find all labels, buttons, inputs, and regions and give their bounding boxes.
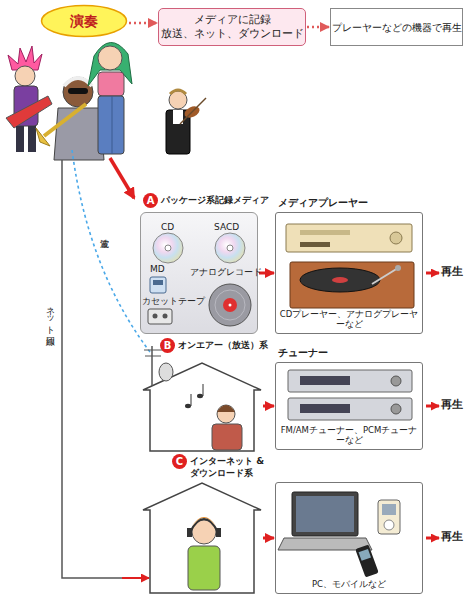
section-marker: A [143, 193, 158, 208]
box-text: メディアに記録 [194, 13, 271, 27]
device-heading: メディアプレーヤー [278, 196, 368, 210]
section-title: インターネット & ダウンロード系 [190, 454, 268, 479]
guitarist [6, 46, 52, 152]
violinist [166, 90, 206, 154]
section-title: オンエアー（放送）系 [178, 338, 268, 353]
text-stack: 演奏 [40, 4, 128, 38]
guitarist [16, 126, 24, 152]
radio-wave-line [72, 150, 150, 352]
media-label: MD [150, 264, 165, 274]
guitarist [6, 96, 52, 128]
house-shape: Cインターネット & ダウンロード系 [142, 482, 262, 594]
singer [112, 96, 113, 154]
start-bubble: 演奏 [40, 4, 128, 38]
flow-arrow [307, 26, 329, 29]
singer [98, 46, 122, 70]
guitarist [14, 86, 38, 126]
media-label: SACD [214, 222, 239, 232]
device-box: チューナーFM/AMチューナー、PCMチューナーなど [275, 362, 423, 450]
media-label: カセットテープ [142, 297, 205, 307]
section-title: パッケージ系記録メディア [161, 193, 269, 208]
guitarist [8, 46, 42, 70]
net-arrow [122, 577, 149, 579]
device-box: PC、モバイルなど [275, 482, 423, 594]
house-outline [142, 362, 262, 452]
record-arrow [110, 158, 134, 198]
guitarist [28, 126, 36, 152]
output-label: 再生 [441, 399, 463, 412]
violinist [166, 110, 190, 154]
singer [98, 72, 124, 96]
trumpet-player [63, 77, 93, 107]
house-shape: Bオンエアー（放送）系 [142, 362, 262, 452]
device-box: メディアプレーヤーCDプレーヤー、アナログプレーヤーなど [275, 212, 423, 334]
house-outline [142, 482, 262, 594]
trumpet-player [64, 78, 92, 86]
section-marker: C [172, 454, 187, 469]
section-heading: Cインターネット & ダウンロード系 [172, 454, 268, 479]
output-label: 再生 [441, 266, 463, 279]
singer [88, 42, 132, 86]
antenna [151, 346, 153, 386]
section-heading: Aパッケージ系記録メディア [143, 193, 273, 208]
device-heading: チューナー [278, 346, 328, 360]
trumpet-player [44, 104, 86, 136]
bubble-outline [42, 6, 127, 37]
trumpet-player [68, 88, 88, 94]
house-outline [143, 363, 261, 451]
flow-arrow [263, 537, 274, 540]
media-label: アナログレコード [190, 268, 262, 278]
trumpet-player [36, 77, 104, 160]
guitarist [15, 66, 35, 86]
trumpet-player [54, 108, 104, 160]
section-marker: B [160, 338, 175, 353]
device-caption: FM/AMチューナー、PCMチューナーなど [278, 425, 420, 445]
violinist [183, 104, 202, 120]
play-arrow [426, 537, 439, 540]
device-caption: CDプレーヤー、アナログプレーヤーなど [278, 309, 420, 329]
singer [88, 42, 132, 154]
play-arrow [426, 272, 439, 275]
media-label: CD [161, 222, 174, 232]
process-box: プレーヤーなどの機器で再生 [330, 8, 463, 46]
violinist [173, 110, 183, 124]
box-text: 放送、ネット、ダウンロード [161, 27, 304, 41]
section-heading: Bオンエアー（放送）系 [160, 338, 275, 353]
antenna [145, 356, 161, 357]
antenna [144, 350, 162, 351]
house-outline [143, 483, 261, 593]
line-label: ネット回線 [46, 300, 56, 330]
singer [98, 96, 124, 154]
process-box: メディアに記録放送、ネット、ダウンロード [158, 8, 306, 46]
play-arrow [426, 405, 439, 408]
text-stack: メディアに記録放送、ネット、ダウンロード [159, 9, 305, 45]
flow-arrow [129, 22, 157, 25]
box-text: 演奏 [70, 12, 98, 30]
violinist [169, 91, 187, 109]
violinist [170, 90, 186, 94]
device-caption: PC、モバイルなど [278, 579, 420, 589]
violinist [180, 98, 206, 124]
box-text: プレーヤーなどの機器で再生 [332, 21, 462, 34]
output-label: 再生 [441, 531, 463, 544]
flow-arrow [263, 405, 274, 408]
trumpet-player [36, 128, 50, 146]
text-stack: プレーヤーなどの機器で再生 [331, 9, 462, 45]
net-line [62, 160, 146, 578]
